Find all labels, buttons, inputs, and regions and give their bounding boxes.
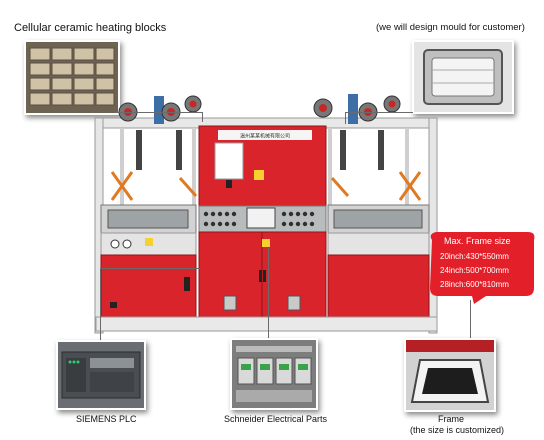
frame-graphic — [406, 340, 494, 410]
cabinet-sign: 温州某某机械有限公司 — [240, 133, 290, 140]
frame-size-title: Max. Frame size — [444, 236, 511, 246]
plc-graphic — [58, 342, 144, 408]
connector-line — [345, 112, 346, 124]
frame-size-row: 20inch:430*550mm — [440, 252, 509, 261]
siemens-plc-photo — [56, 340, 146, 410]
connector-line — [268, 248, 269, 338]
frame-size-bubble — [430, 232, 535, 304]
frame-note-label: (the size is customized) — [410, 425, 505, 435]
connector-line — [202, 112, 203, 122]
connector-line — [100, 268, 200, 269]
connector-line — [100, 268, 101, 344]
connector-line — [470, 300, 471, 338]
connector-line — [345, 112, 413, 113]
heating-blocks-photo — [24, 40, 120, 115]
heating-blocks-label: Cellular ceramic heating blocks — [14, 22, 167, 34]
mould-photo — [412, 40, 514, 114]
siemens-plc-label: SIEMENS PLC — [76, 414, 137, 424]
schneider-parts-photo — [230, 338, 318, 410]
connector-line — [115, 112, 203, 113]
fan-right-group — [313, 94, 401, 124]
frame-label: Frame — [438, 414, 465, 424]
schneider-graphic — [232, 340, 316, 408]
frame-photo — [404, 338, 496, 412]
frame-size-row: 28inch:600*810mm — [440, 280, 509, 289]
frame-size-row: 24inch:500*700mm — [440, 266, 509, 275]
schneider-label: Schneider Electrical Parts — [224, 414, 328, 424]
ceramic-blocks-graphic — [26, 42, 118, 113]
mould-graphic — [414, 42, 512, 112]
mould-note-label: (we will design mould for customer) — [376, 22, 525, 33]
